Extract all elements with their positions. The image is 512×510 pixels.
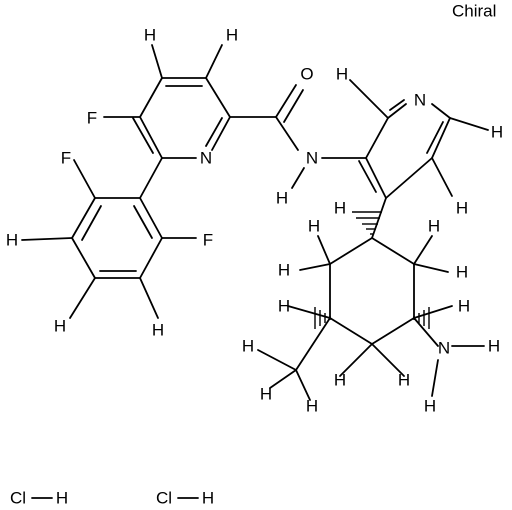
atom-h: H: [144, 26, 156, 45]
atom-h: H: [334, 199, 346, 218]
atom-h: H: [334, 371, 346, 390]
salt-hydrogen: H: [202, 489, 214, 508]
atom-n: N: [200, 149, 212, 168]
hcl-salt-1: Cl H: [10, 489, 68, 508]
atom-h: H: [54, 317, 66, 336]
bond-lines: [21, 44, 489, 401]
atom-n: N: [438, 339, 450, 358]
atom-h: H: [308, 217, 320, 236]
atom-n: N: [414, 91, 426, 110]
atom-h: H: [456, 263, 468, 282]
atom-f: F: [61, 149, 71, 168]
atom-f: F: [203, 231, 213, 250]
atom-h: H: [424, 397, 436, 416]
atom-h: H: [226, 26, 238, 45]
atom-h: H: [278, 261, 290, 280]
atom-h: H: [336, 65, 348, 84]
salt-hydrogen: H: [56, 489, 68, 508]
atom-h: H: [428, 217, 440, 236]
stereo-hash-bonds: [314, 211, 430, 329]
hcl-salt-2: Cl H: [156, 489, 214, 508]
atom-h: H: [398, 371, 410, 390]
salt-chlorine: Cl: [10, 489, 26, 508]
atom-h: H: [276, 189, 288, 208]
atom-h: H: [488, 337, 500, 356]
atom-h: H: [306, 397, 318, 416]
salt-chlorine: Cl: [156, 489, 172, 508]
atom-o: O: [300, 65, 313, 84]
atom-h: H: [152, 321, 164, 340]
atom-h: H: [260, 385, 272, 404]
atom-h: H: [242, 337, 254, 356]
atom-h: H: [491, 123, 503, 142]
atom-n: N: [306, 149, 318, 168]
atom-h: H: [278, 297, 290, 316]
chiral-label: Chiral: [452, 2, 496, 21]
atom-h: H: [6, 231, 18, 250]
atom-f: F: [87, 109, 97, 128]
atom-h: H: [456, 199, 468, 218]
atom-labels: H H F N O N H H N H H F F H H H H H H H …: [6, 26, 503, 416]
atom-h: H: [458, 297, 470, 316]
